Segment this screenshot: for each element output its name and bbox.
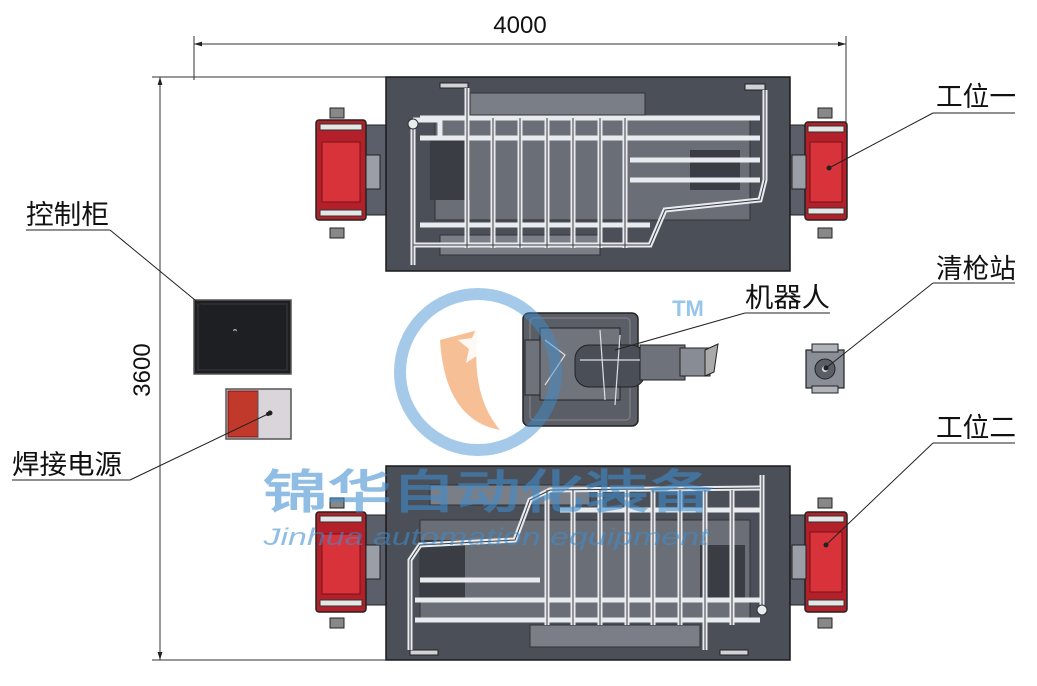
trademark-symbol: TM [672,296,704,321]
dimension-width-label: 4000 [493,12,546,39]
label-control-cabinet: 控制柜 [26,200,109,231]
station-2-right-positioner [791,497,848,629]
station-2-assembly [315,465,848,661]
label-welding-power: 焊接电源 [12,450,122,481]
label-torch-cleaner: 清枪站 [936,254,1016,285]
station-1-right-positioner [791,107,848,239]
robot [522,312,719,427]
leader-lines [12,112,1015,548]
label-station-1: 工位一 [936,82,1016,113]
station-2-left-positioner [315,497,381,629]
station-1-assembly [315,76,848,272]
watermark-company-en: Jinhua automation equipment [262,524,710,551]
station-1-left-positioner [315,107,381,239]
dimension-width [193,36,847,130]
label-station-2: 工位二 [936,413,1016,444]
welding-power-unit [225,388,292,440]
company-watermark: TM 锦华自动化装备 Jinhua automation equipment [262,288,714,551]
label-robot: 机器人 [745,283,830,314]
watermark-company-cn: 锦华自动化装备 [263,465,714,519]
dimension-height [152,76,390,661]
dimension-height-label: 3600 [129,343,156,396]
torch-cleaning-station [805,343,845,394]
